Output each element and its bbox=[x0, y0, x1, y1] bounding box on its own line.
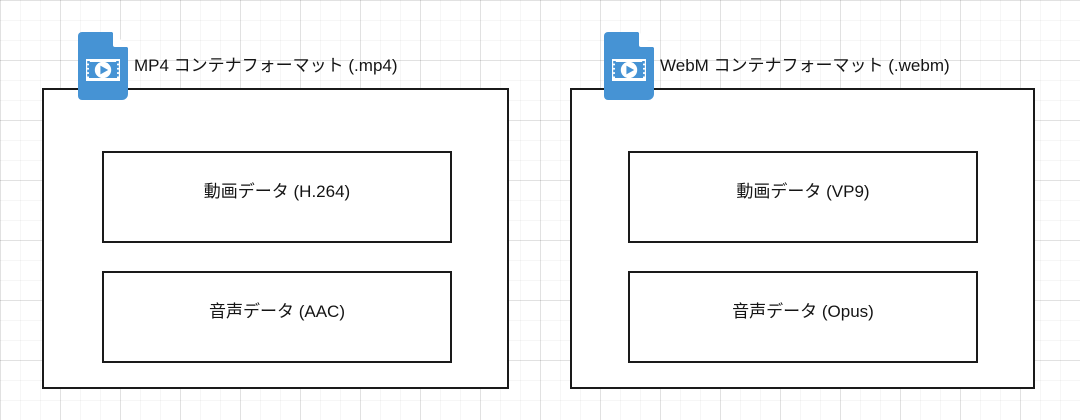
stream-label-webm-video: 動画データ (VP9) bbox=[736, 181, 870, 201]
stream-box-mp4-video[interactable]: 動画データ (H.264) bbox=[102, 151, 452, 243]
stream-label-webm-audio: 音声データ (Opus) bbox=[732, 301, 874, 321]
stream-box-webm-audio[interactable]: 音声データ (Opus) bbox=[628, 271, 978, 363]
header-label-mp4: MP4 コンテナフォーマット (.mp4) bbox=[134, 55, 398, 75]
header-webm: WebM コンテナフォーマット (.webm) bbox=[604, 32, 950, 100]
video-file-icon bbox=[78, 32, 128, 100]
stream-box-mp4-audio[interactable]: 音声データ (AAC) bbox=[102, 271, 452, 363]
header-mp4: MP4 コンテナフォーマット (.mp4) bbox=[78, 32, 398, 100]
stream-box-webm-video[interactable]: 動画データ (VP9) bbox=[628, 151, 978, 243]
header-label-webm: WebM コンテナフォーマット (.webm) bbox=[660, 55, 950, 75]
stream-label-mp4-video: 動画データ (H.264) bbox=[203, 181, 351, 201]
video-file-icon bbox=[604, 32, 654, 100]
stream-label-mp4-audio: 音声データ (AAC) bbox=[209, 301, 345, 321]
